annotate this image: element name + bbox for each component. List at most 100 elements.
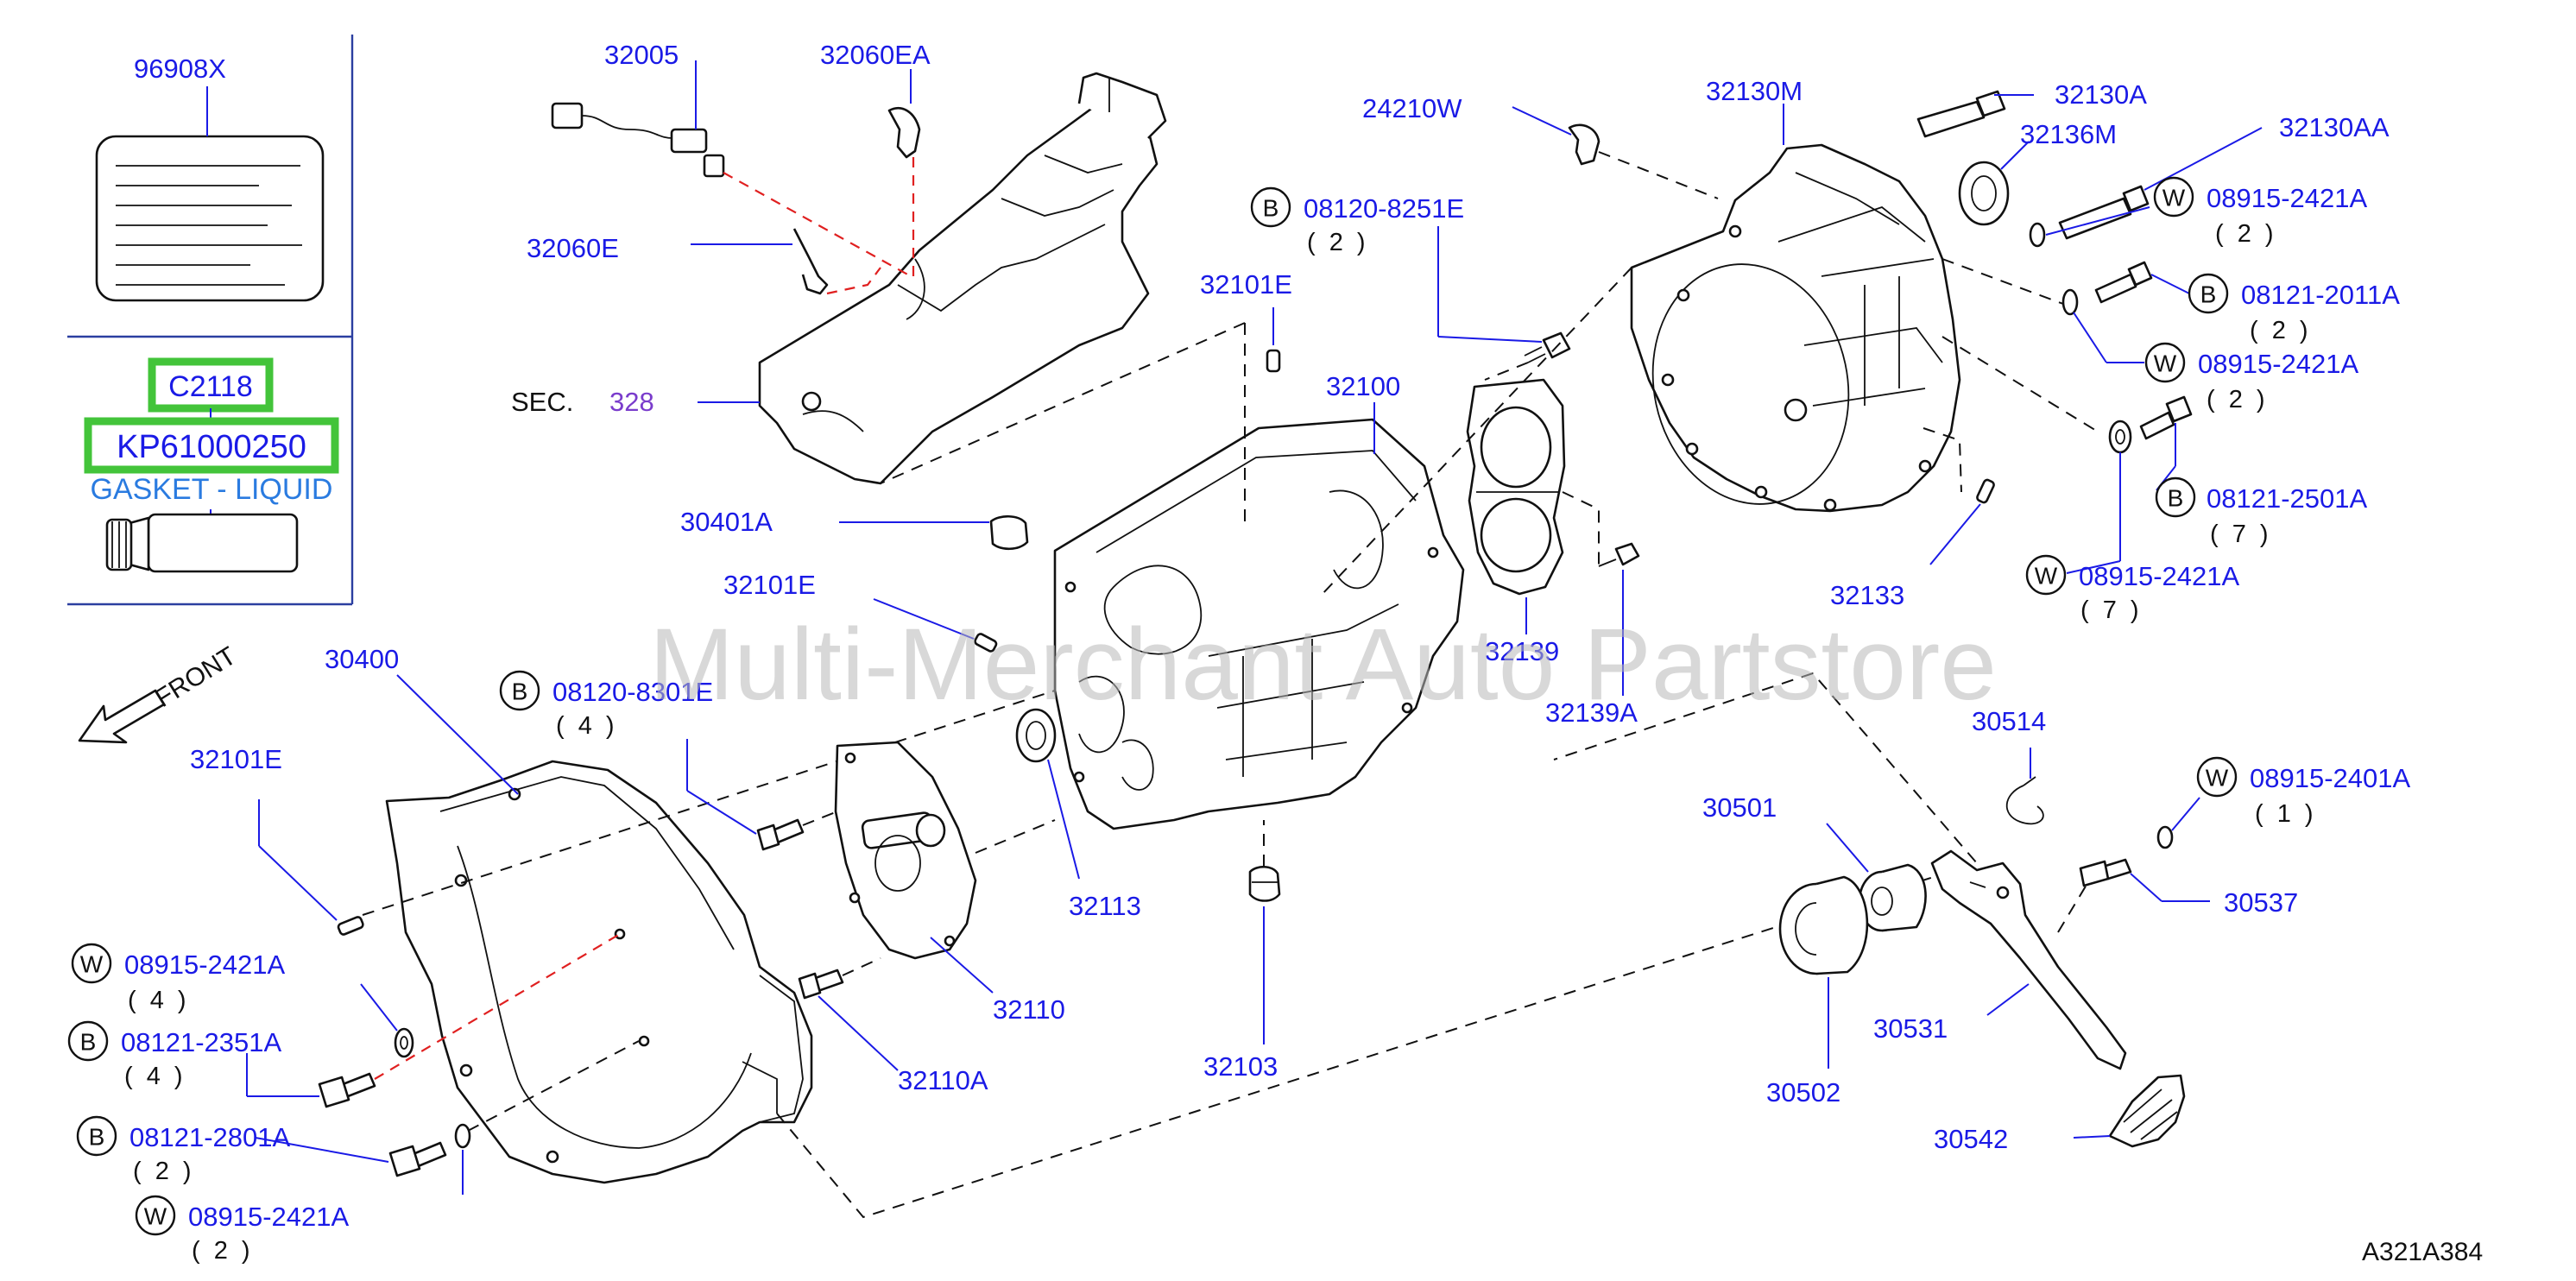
svg-text:W: W [2206, 765, 2229, 792]
callout-08120-8301E[interactable]: 08120-8301E [552, 677, 713, 707]
callout-30542[interactable]: 30542 [1934, 1124, 2008, 1154]
code-c2118[interactable]: C2118 [168, 370, 253, 403]
svg-text:W: W [144, 1203, 167, 1230]
seal-32113-part [1015, 708, 1057, 763]
mark-w-08915-2421A-l2: W [135, 1195, 176, 1236]
svg-text:W: W [80, 951, 104, 978]
callout-32101E-top[interactable]: 32101E [1200, 269, 1292, 300]
diagram-reference-code: A321A384 [2362, 1238, 2483, 1266]
svg-text:W: W [2162, 185, 2186, 211]
mark-b-08120-8251E: B [1250, 186, 1291, 228]
callout-96908X[interactable]: 96908X [134, 54, 226, 84]
callout-30400[interactable]: 30400 [325, 644, 399, 674]
qty-08121-2011A: ( 2 ) [2250, 317, 2312, 344]
bolt-08121-2801A-part [388, 1141, 447, 1177]
callout-32139[interactable]: 32139 [1485, 636, 1559, 666]
bolt-32110A-part [798, 969, 844, 1000]
callout-08121-2501A[interactable]: 08121-2501A [2207, 483, 2367, 514]
callout-32100[interactable]: 32100 [1326, 371, 1400, 401]
housing-32130M-part [1630, 143, 1961, 513]
washer-08915-2421A-l1-part [394, 1027, 414, 1058]
callout-32130AA[interactable]: 32130AA [2279, 112, 2390, 142]
bearing-30501-part [1858, 863, 1927, 932]
callout-32103[interactable]: 32103 [1203, 1051, 1278, 1082]
bolt-32130AA-part [2058, 185, 2150, 240]
callout-32130A[interactable]: 32130A [2055, 79, 2147, 110]
sec-328-link[interactable]: 328 [609, 387, 654, 417]
dowel-32101E-mid-part [974, 633, 998, 653]
callout-24210W[interactable]: 24210W [1362, 93, 1462, 123]
front-arrow [78, 689, 166, 744]
callout-30514[interactable]: 30514 [1972, 706, 2046, 736]
mark-b-08121-2351A: B [67, 1020, 109, 1062]
qty-08915-2421A-r2: ( 2 ) [2207, 386, 2269, 413]
callout-32110A[interactable]: 32110A [898, 1065, 988, 1095]
plug-30401A-part [989, 514, 1029, 551]
bolt-08121-2011A-part [2094, 261, 2153, 304]
qty-08120-8251E: ( 2 ) [1307, 229, 1369, 256]
callout-30401A[interactable]: 30401A [680, 507, 773, 537]
gasket-tube-part [105, 513, 299, 573]
qty-08121-2501A: ( 7 ) [2210, 521, 2272, 548]
callout-08915-2421A-l2[interactable]: 08915-2421A [188, 1202, 349, 1232]
callout-32060E[interactable]: 32060E [527, 233, 619, 263]
housing-30400-part [385, 760, 813, 1184]
dowel-32133-part [1976, 478, 1995, 504]
inset-frame [67, 35, 354, 606]
callout-08915-2421A-l1[interactable]: 08915-2421A [124, 950, 285, 980]
sec-328-housing-part [758, 72, 1167, 485]
lever-30531-part [1930, 849, 2127, 1070]
callout-08120-8251E[interactable]: 08120-8251E [1304, 193, 1464, 224]
callout-08121-2351A[interactable]: 08121-2351A [121, 1027, 281, 1057]
pivot-30537-part [2079, 858, 2132, 887]
qty-08915-2421A-r1: ( 2 ) [2215, 220, 2277, 248]
switch-32005-part [551, 102, 725, 178]
callout-32101E-mid[interactable]: 32101E [723, 570, 816, 600]
watermark: Multi-Merchant Auto Partstore [649, 608, 1997, 722]
qty-08915-2401A: ( 1 ) [2255, 800, 2317, 828]
callout-08915-2421A-r1[interactable]: 08915-2421A [2207, 183, 2367, 213]
mark-w-08915-2421A-r2: W [2144, 342, 2186, 383]
mark-w-08915-2401A: W [2196, 756, 2238, 798]
callout-32133[interactable]: 32133 [1830, 580, 1904, 610]
qty-08915-2421A-l2: ( 2 ) [192, 1237, 254, 1265]
bolt-08121-2351A-part [318, 1072, 376, 1108]
code-kp61000250[interactable]: KP61000250 [117, 429, 306, 465]
svg-text:B: B [512, 678, 528, 705]
washer-08915-2421A-l2-part [454, 1123, 471, 1149]
bearing-30502-part [1778, 875, 1869, 975]
washer-08915-2421A-r2-part [2061, 288, 2079, 316]
callout-30501[interactable]: 30501 [1702, 792, 1777, 823]
callout-08121-2801A[interactable]: 08121-2801A [129, 1122, 290, 1152]
svg-text:W: W [2154, 350, 2177, 377]
gasket-liquid-label: GASKET - LIQUID [91, 473, 333, 506]
callout-30537[interactable]: 30537 [2224, 887, 2298, 918]
mark-w-08915-2421A-r3: W [2025, 554, 2067, 596]
callout-32130M[interactable]: 32130M [1706, 76, 1803, 106]
callout-08915-2421A-r3[interactable]: 08915-2421A [2079, 561, 2239, 591]
mark-w-08915-2421A-l1: W [71, 943, 112, 984]
callout-32005[interactable]: 32005 [604, 40, 679, 70]
callout-32113[interactable]: 32113 [1069, 891, 1141, 921]
cover-32110-part [834, 741, 977, 960]
callout-08121-2011A[interactable]: 08121-2011A [2241, 280, 2400, 310]
callout-08915-2421A-r2[interactable]: 08915-2421A [2198, 349, 2358, 379]
mark-b-08121-2801A: B [76, 1115, 117, 1157]
callout-08915-2401A[interactable]: 08915-2401A [2250, 763, 2410, 793]
mark-b-08120-8301E: B [499, 670, 540, 711]
callout-30502[interactable]: 30502 [1766, 1077, 1840, 1107]
clip-24210W-part [1568, 123, 1601, 166]
bolt-32139A-part [1598, 542, 1640, 567]
callout-30531[interactable]: 30531 [1873, 1013, 1948, 1044]
washer-08915-2421A-r1-part [2029, 222, 2046, 248]
gasket-highlight: C2118 KP61000250 GASKET - LIQUID [84, 357, 339, 518]
washer-08915-2401A-part [2156, 825, 2174, 849]
plug-32103-part [1248, 865, 1281, 902]
callout-32101E-left[interactable]: 32101E [190, 744, 282, 774]
callout-32136M[interactable]: 32136M [2020, 119, 2117, 149]
callout-32060EA[interactable]: 32060EA [820, 40, 931, 70]
qty-08121-2351A: ( 4 ) [124, 1063, 186, 1090]
callout-32110[interactable]: 32110 [993, 994, 1065, 1025]
callout-32139A[interactable]: 32139A [1545, 697, 1638, 728]
